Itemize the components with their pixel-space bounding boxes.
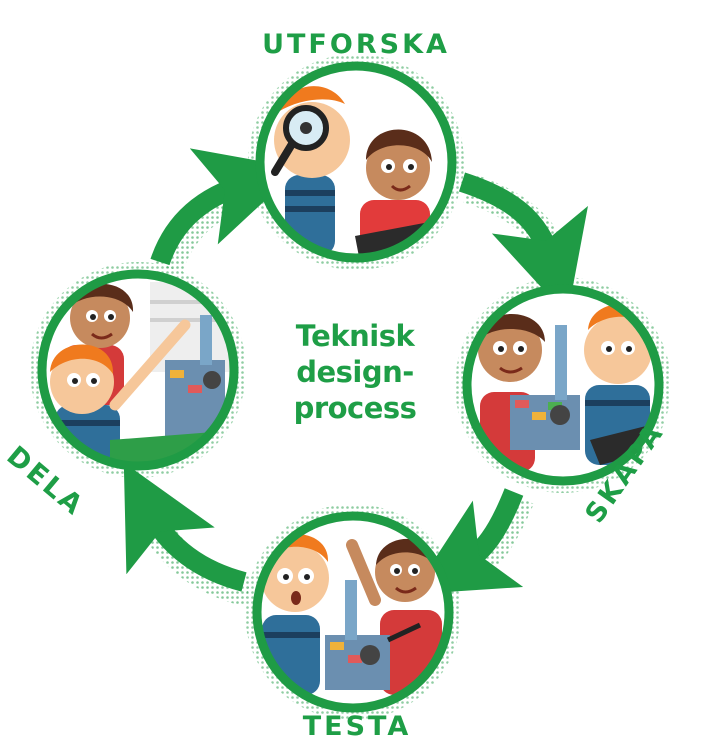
stage-dela-illustration — [30, 262, 246, 478]
arrow-dela-to-utforska — [150, 148, 300, 274]
stage-utforska-illustration — [248, 54, 464, 270]
stage-skapa-illustration — [455, 277, 671, 493]
arrow-skapa-to-testa — [411, 488, 534, 595]
arrow-testa-to-dela — [123, 462, 252, 607]
center-title: Teknisk design- process — [250, 318, 460, 426]
stage-testa-illustration — [245, 504, 461, 720]
label-testa: TESTA — [303, 711, 412, 742]
center-title-line-1: Teknisk — [295, 319, 415, 353]
label-utforska: UTFORSKA — [262, 29, 450, 60]
center-title-line-2: design- — [296, 355, 414, 389]
arrow-utforska-to-skapa — [458, 172, 588, 316]
center-title-line-3: process — [293, 391, 417, 425]
